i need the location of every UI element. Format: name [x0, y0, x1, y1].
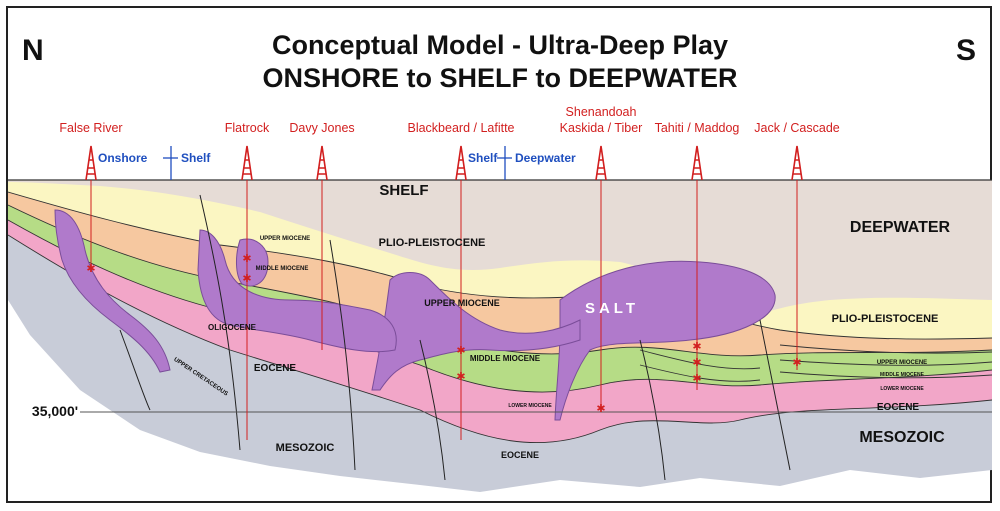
- fault-lines: [119, 194, 791, 481]
- south-label: S: [956, 34, 977, 67]
- plio-right-label: PLIO-PLEISTOCENE: [832, 313, 939, 325]
- derrick-icon: [791, 145, 803, 181]
- salt-label: SALT: [585, 300, 639, 317]
- deepwater-transition-label: Deepwater: [515, 151, 576, 165]
- onshore-label: Onshore: [98, 151, 148, 165]
- target-star-icon: ✱: [456, 371, 465, 383]
- shelf-transition-label-2: Shelf: [468, 151, 498, 165]
- upper-miocene-right-label: UPPER MIOCENE: [877, 360, 927, 366]
- target-star-icon: ✱: [242, 273, 251, 285]
- shelf-transition-label: Shelf: [181, 151, 211, 165]
- target-star-icon: ✱: [692, 341, 701, 353]
- well-paths: ✱ ✱ ✱ ✱ ✱ ✱ ✱ ✱ ✱ ✱: [85, 145, 803, 440]
- eocene-center-label: EOCENE: [501, 450, 539, 460]
- derrick-icon: [455, 145, 467, 181]
- well-label-false-river: False River: [59, 121, 123, 135]
- target-star-icon: ✱: [692, 357, 701, 369]
- lower-miocene-center-label: LOWER MIOCENE: [508, 403, 552, 409]
- lower-miocene-right-label: LOWER MIOCENE: [880, 386, 924, 392]
- target-star-icon: ✱: [692, 373, 701, 385]
- well-label-tahiti-maddog: Tahiti / Maddog: [654, 121, 740, 135]
- deepwater-label: DEEPWATER: [850, 219, 951, 236]
- well-label-blackbeard-lafitte: Blackbeard / Lafitte: [407, 121, 515, 135]
- target-star-icon: ✱: [792, 357, 801, 369]
- middle-miocene-center-label: MIDDLE MIOCENE: [470, 354, 541, 363]
- depth-label: 35,000': [32, 403, 78, 419]
- derrick-icon: [595, 145, 607, 181]
- mesozoic-left-label: MESOZOIC: [276, 442, 335, 454]
- target-star-icon: ✱: [242, 253, 251, 265]
- derrick-icon: [241, 145, 253, 181]
- well-label-davy-jones: Davy Jones: [289, 121, 355, 135]
- mesozoic-right-label: MESOZOIC: [859, 429, 945, 446]
- derrick-icon: [316, 145, 328, 181]
- well-label-jack-cascade: Jack / Cascade: [754, 121, 840, 135]
- title-line-1: Conceptual Model - Ultra-Deep Play: [271, 30, 729, 60]
- oligocene-label: OLIGOCENE: [208, 323, 257, 332]
- derrick-icon: [691, 145, 703, 181]
- salt-bodies: [54, 209, 776, 421]
- shelf-label: SHELF: [379, 182, 428, 199]
- target-star-icon: ✱: [456, 345, 465, 357]
- well-label-kaskida-tiber: Kaskida / Tiber: [559, 121, 643, 135]
- upper-miocene-center-label: UPPER MIOCENE: [424, 298, 500, 308]
- transition-markers: [163, 146, 512, 180]
- middle-miocene-left-label: MIDDLE MIOCENE: [256, 266, 309, 272]
- upper-miocene-left-label: UPPER MIOCENE: [260, 236, 310, 242]
- middle-miocene-right-label: MIDDLE MIOCENE: [880, 372, 925, 378]
- well-label-flatrock: Flatrock: [224, 121, 270, 135]
- target-star-icon: ✱: [86, 263, 95, 275]
- target-star-icon: ✱: [596, 403, 605, 415]
- eocene-left-label: EOCENE: [254, 363, 297, 374]
- eocene-right-label: EOCENE: [877, 402, 920, 413]
- north-label: N: [22, 34, 44, 67]
- well-label-shenandoah: Shenandoah: [565, 105, 637, 119]
- derrick-icon: [85, 145, 97, 181]
- plio-left-label: PLIO-PLEISTOCENE: [379, 237, 486, 249]
- title-line-2: ONSHORE to SHELF to DEEPWATER: [262, 63, 738, 93]
